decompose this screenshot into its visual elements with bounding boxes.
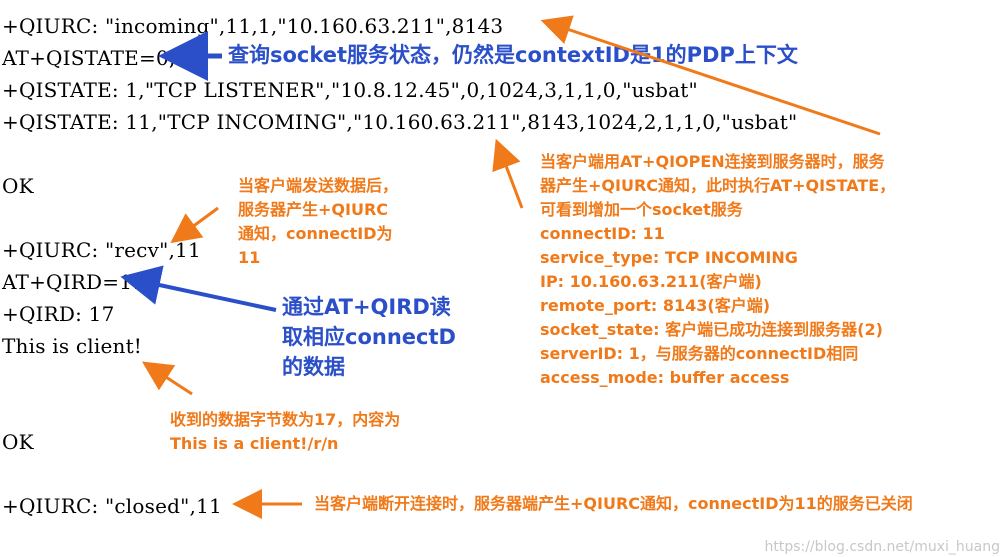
qiurc-info-line: connectID: 11: [540, 224, 665, 243]
terminal-line-qistate-cmd: AT+QISTATE=0,1: [2, 46, 189, 70]
terminal-line-qistate-incoming: +QISTATE: 11,"TCP INCOMING","10.160.63.2…: [2, 110, 798, 134]
read-note-line: 的数据: [282, 355, 345, 379]
terminal-line-data: This is client!: [2, 334, 143, 358]
annotation-bytes-note: 收到的数据字节数为17，内容为 This is a client!/r/n: [170, 408, 470, 456]
qiurc-info-line: 当客户端用AT+QIOPEN连接到服务器时，服务: [540, 152, 885, 171]
qiurc-info-line: access_mode: buffer access: [540, 368, 790, 387]
annotation-qiurc-info: 当客户端用AT+QIOPEN连接到服务器时，服务 器产生+QIURC通知，此时执…: [540, 150, 960, 390]
terminal-line-ok-1: OK: [2, 174, 34, 198]
read-note-line: 取相应connectD: [282, 325, 456, 349]
qiurc-info-line: 可看到增加一个socket服务: [540, 200, 743, 219]
annotation-recv-note: 当客户端发送数据后， 服务器产生+QIURC 通知，connectID为 11: [238, 174, 438, 270]
recv-note-line: 通知，connectID为: [238, 224, 393, 243]
qiurc-info-line: service_type: TCP INCOMING: [540, 248, 798, 267]
qiurc-info-line: 器产生+QIURC通知，此时执行AT+QISTATE，: [540, 176, 896, 195]
arrow-to-recv: [170, 206, 219, 244]
recv-note-line: 当客户端发送数据后，: [238, 176, 399, 195]
recv-note-line: 11: [238, 248, 261, 267]
qiurc-info-line: remote_port: 8143(客户端): [540, 296, 771, 315]
arrow-to-data: [141, 361, 193, 396]
annotation-query-state: 查询socket服务状态，仍然是contextID是1的PDP上下文: [228, 43, 798, 67]
qiurc-info-line: socket_state: 客户端已成功连接到服务器(2): [540, 320, 883, 339]
terminal-line-qistate-listener: +QISTATE: 1,"TCP LISTENER","10.8.12.45",…: [2, 78, 698, 102]
annotation-closed-note: 当客户端断开连接时，服务器端产生+QIURC通知，connectID为11的服务…: [314, 494, 913, 513]
recv-note-line: 服务器产生+QIURC: [238, 200, 389, 219]
watermark: https://blog.csdn.net/muxi_huang: [764, 539, 1000, 555]
qiurc-info-line: serverID: 1，与服务器的connectID相同: [540, 344, 859, 363]
terminal-line-recv: +QIURC: "recv",11: [2, 238, 201, 262]
annotation-read-note: 通过AT+QIRD读 取相应connectD 的数据: [282, 292, 502, 382]
terminal-line-ok-2: OK: [2, 430, 34, 454]
terminal-line-closed: +QIURC: "closed",11: [2, 494, 222, 518]
bytes-note-line: 收到的数据字节数为17，内容为: [170, 410, 401, 429]
bytes-note-line: This is a client!/r/n: [170, 434, 339, 453]
arrow-to-incoming: [540, 15, 881, 136]
qiurc-info-line: IP: 10.160.63.211(客户端): [540, 272, 762, 291]
arrow-to-qird-cmd: [120, 265, 277, 312]
terminal-line-qird-resp: +QIRD: 17: [2, 302, 115, 326]
read-note-line: 通过AT+QIRD读: [282, 295, 451, 319]
arrow-to-qistate-incoming: [492, 138, 524, 209]
